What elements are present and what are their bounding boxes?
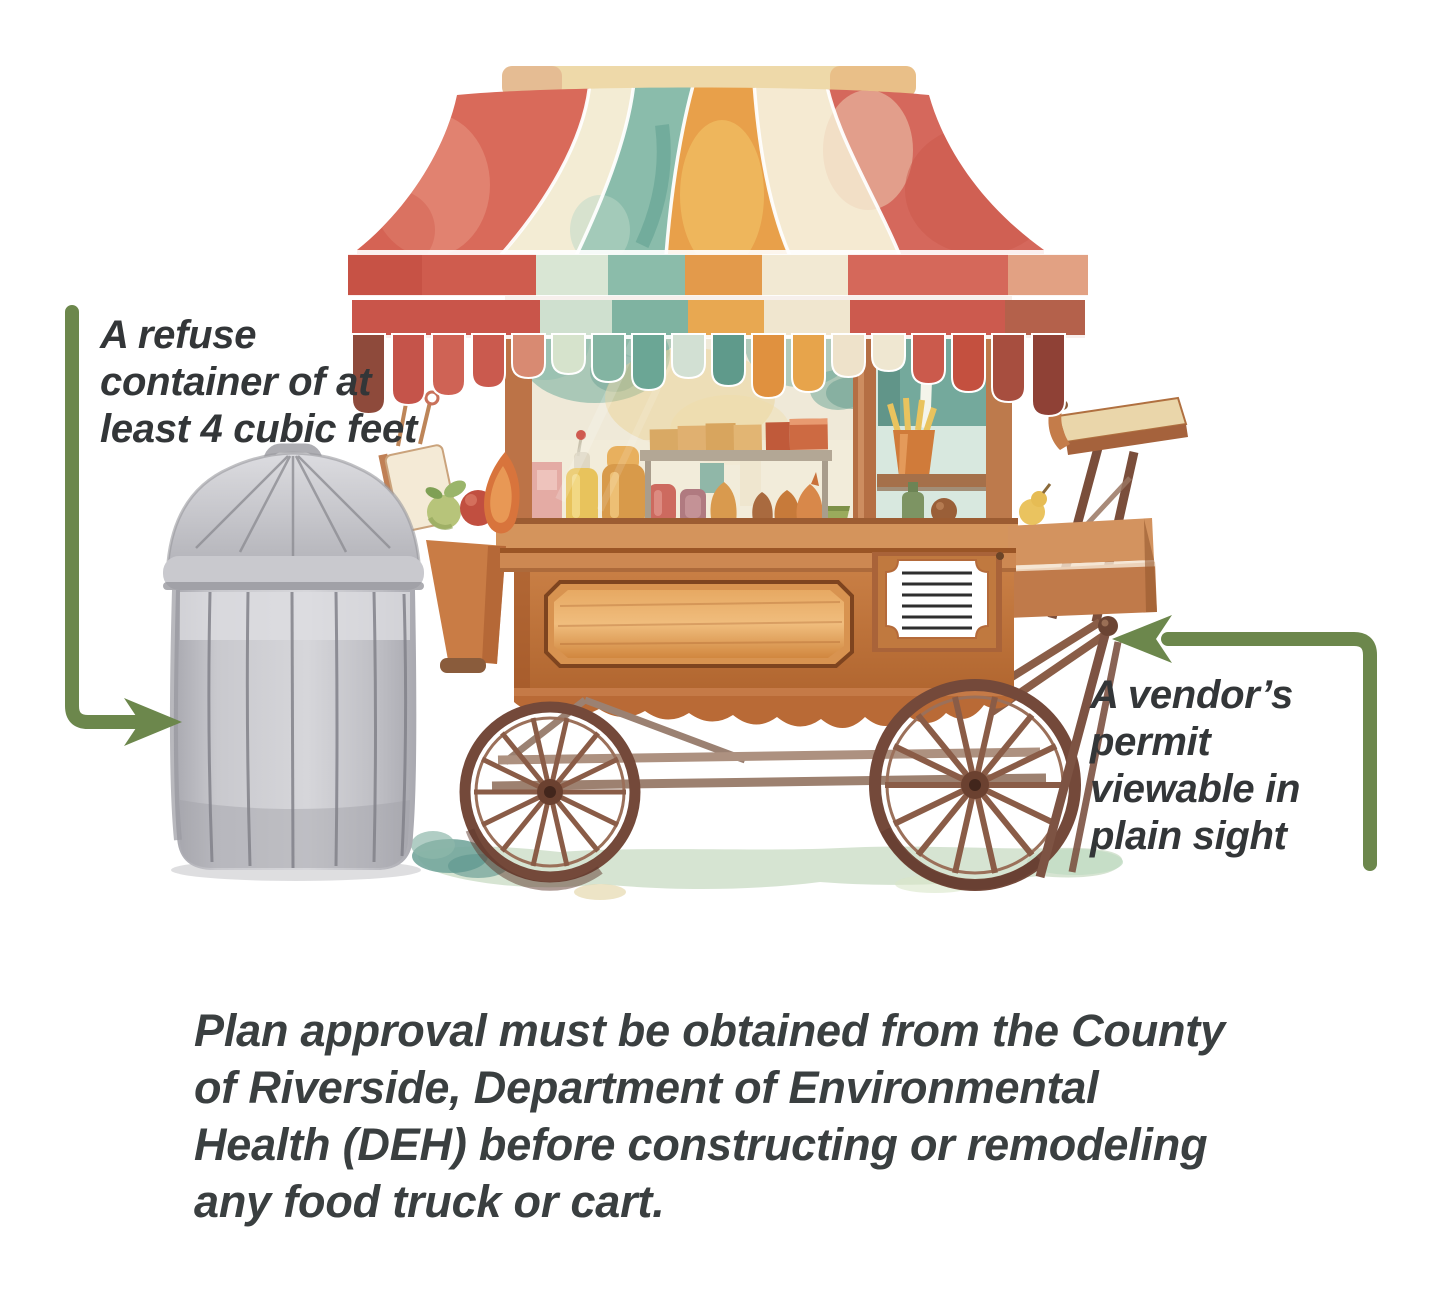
- note-line: Health (DEH) before constructing or remo…: [194, 1119, 1208, 1170]
- permit-label-line: permit: [1090, 720, 1211, 764]
- refuse-label-line: least 4 cubic feet: [100, 407, 417, 451]
- permit-label-line: plain sight: [1090, 814, 1287, 858]
- permit-label-line: viewable in: [1090, 767, 1301, 811]
- awning-valance: [346, 250, 1090, 339]
- cart-base: [500, 548, 1016, 729]
- plan-approval-note: Plan approval must be obtained from the …: [194, 1002, 1225, 1230]
- permit-arrow: [1112, 615, 1377, 871]
- note-line: Plan approval must be obtained from the …: [194, 1005, 1225, 1056]
- permit-label-line: A vendor’s: [1090, 673, 1293, 717]
- left-wheel: [459, 701, 641, 891]
- awning: [346, 66, 1090, 418]
- handle-struts: [1035, 616, 1122, 879]
- refuse-label-line: A refuse: [100, 313, 257, 357]
- note-line: of Riverside, Department of Environmenta…: [194, 1062, 1099, 1113]
- refuse-container-label: A refuse container of at least 4 cubic f…: [100, 312, 417, 453]
- note-line: any food truck or cart.: [194, 1176, 665, 1227]
- permit-sign: [872, 552, 1004, 652]
- right-wheel: [869, 679, 1081, 891]
- vendor-permit-label: A vendor’s permit viewable in plain sigh…: [1090, 672, 1300, 860]
- refuse-label-line: container of at: [100, 360, 372, 404]
- trash-can: [163, 443, 424, 870]
- awning-fringe: [351, 333, 1066, 418]
- refuse-arrow: [65, 305, 182, 746]
